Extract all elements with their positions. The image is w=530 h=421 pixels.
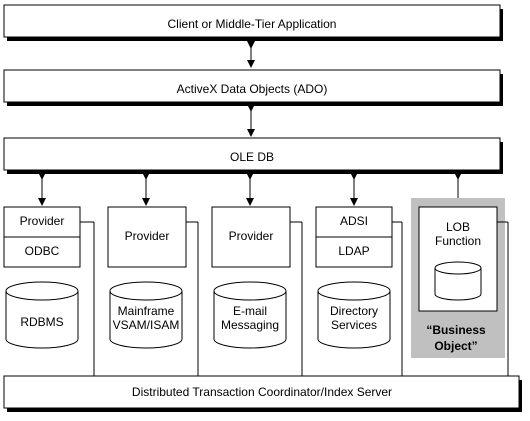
lob-database-icon xyxy=(434,261,482,301)
mainframe-database-icon xyxy=(109,281,183,349)
odbc-label: ODBC xyxy=(25,244,60,258)
store-label: RDBMS xyxy=(20,315,63,329)
column-adsi: ADSI LDAP Directory Services xyxy=(315,206,403,376)
store-label-line1: E-mail xyxy=(233,304,267,318)
lob-label: LOB xyxy=(446,220,470,234)
rdbms-database-icon xyxy=(5,281,79,349)
ado-layer: ActiveX Data Objects (ADO) xyxy=(3,69,503,106)
adsi-label: ADSI xyxy=(340,214,368,228)
function-label: Function xyxy=(435,234,481,248)
provider-label: Provider xyxy=(229,229,274,243)
oledb-layer: OLE DB xyxy=(3,137,503,174)
ldap-label: LDAP xyxy=(338,244,369,258)
business-caption-line2: Object” xyxy=(434,339,477,353)
store-label-line1: Directory xyxy=(330,304,378,318)
directory-database-icon xyxy=(317,281,391,349)
business-object-panel: LOB Function “Business Object” xyxy=(411,198,509,376)
column-mainframe: Provider Mainframe VSAM/ISAM xyxy=(107,206,199,376)
dtc-layer: Distributed Transaction Coordinator/Inde… xyxy=(3,375,522,412)
business-caption-line1: “Business xyxy=(426,323,486,337)
provider-label: Provider xyxy=(125,229,170,243)
provider-box-email xyxy=(211,206,291,268)
column-odbc: Provider ODBC RDBMS xyxy=(3,206,95,376)
application-layer: Client or Middle-Tier Application xyxy=(3,4,503,41)
dtc-label: Distributed Transaction Coordinator/Inde… xyxy=(132,385,392,399)
column-email: Provider E-mail Messaging xyxy=(211,206,303,376)
store-label-line2: VSAM/ISAM xyxy=(113,318,180,332)
provider-label: Provider xyxy=(20,214,65,228)
store-label-line2: Messaging xyxy=(221,318,279,332)
store-label-line1: Mainframe xyxy=(118,304,175,318)
store-label-line2: Services xyxy=(331,318,377,332)
provider-box-mainframe xyxy=(107,206,187,268)
application-label: Client or Middle-Tier Application xyxy=(168,17,337,31)
ado-label: ActiveX Data Objects (ADO) xyxy=(177,82,328,96)
email-database-icon xyxy=(213,281,287,349)
oledb-label: OLE DB xyxy=(230,150,274,164)
